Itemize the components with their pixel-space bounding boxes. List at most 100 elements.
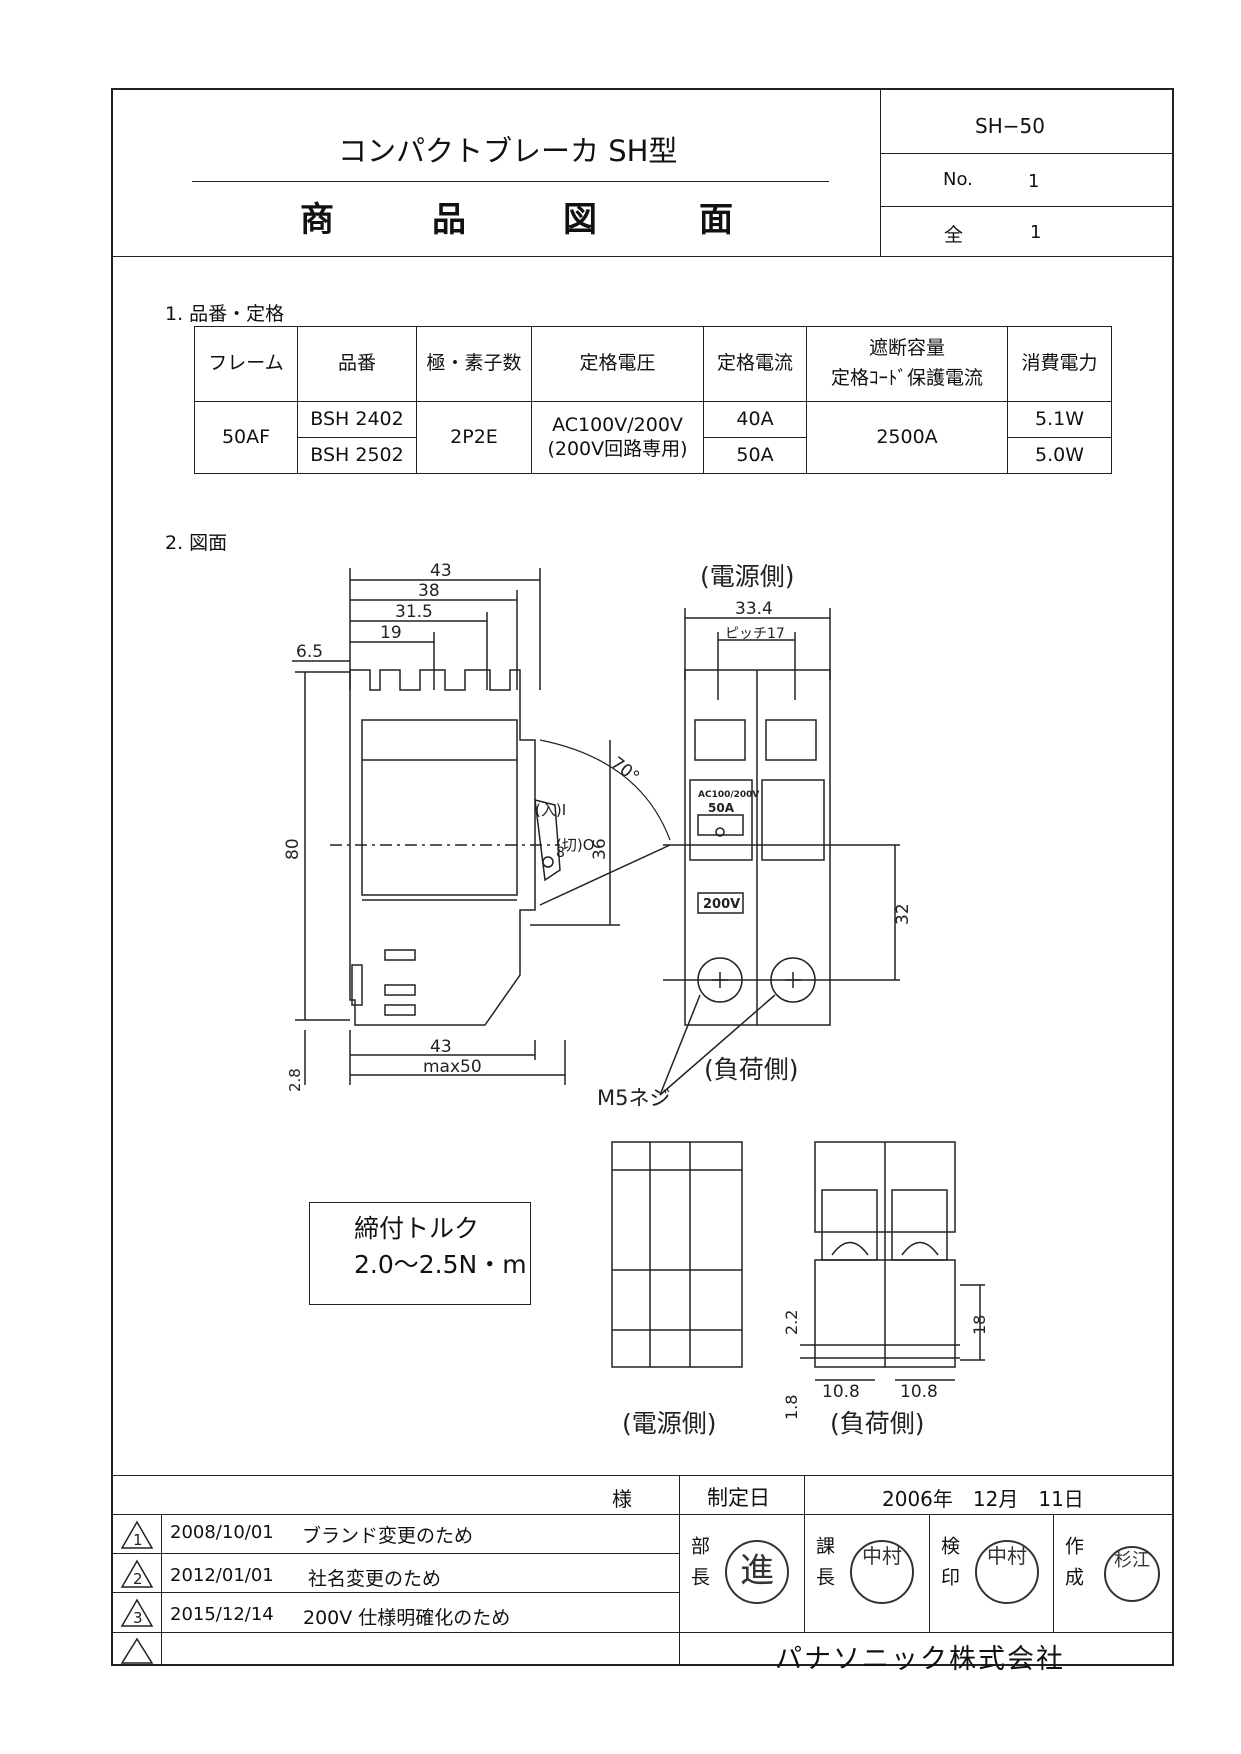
revision-number: 2: [133, 1570, 143, 1588]
dim-31-5: 31.5: [395, 602, 433, 622]
document-title: コンパクトブレーカ SH型: [338, 134, 678, 168]
bottom-views-drawing: (電源側) (負荷側) 2.2 18 1.8 10.8 10.8: [611, 1141, 989, 1438]
footer-line: [111, 1553, 679, 1554]
cell-frame: 50AF: [194, 401, 298, 474]
dim-pitch: ピッチ17: [725, 626, 785, 642]
dim-43-top: 43: [430, 561, 452, 581]
label-screw: M5ネジ: [597, 1086, 670, 1110]
footer-vline: [804, 1475, 805, 1632]
sheet-no-value: 1: [1028, 171, 1040, 192]
cell-model: BSH 2502: [297, 437, 417, 474]
subtitle-char: 品: [432, 200, 466, 240]
revision-reason: 社名変更のため: [308, 1568, 442, 1590]
footer-vline: [929, 1514, 930, 1632]
angle-label-layer: 70°: [607, 753, 643, 787]
footer-vline: [161, 1514, 162, 1666]
cell-voltage-note: (200V回路専用): [547, 437, 688, 460]
seal-stamp-section-chief: 中村: [850, 1540, 914, 1604]
label-ac: AC100/200V: [698, 790, 759, 800]
col-model: 品番: [297, 326, 417, 402]
label-load-front: (負荷側): [704, 1055, 799, 1084]
front-view-drawing: (電源側) 33.4 ピッチ17 AC100/200V 50A 200V 32 …: [597, 562, 913, 1110]
dim-19: 19: [380, 623, 402, 643]
col-power: 消費電力: [1007, 326, 1112, 402]
dim-80: 80: [283, 838, 303, 860]
col-capacity: 遮断容量 定格ｺｰﾄﾞ保護電流: [806, 326, 1008, 402]
role-section-chief: 課長: [813, 1536, 835, 1598]
label-on: (入)I: [535, 801, 566, 819]
cell-voltage: AC100V/200V (200V回路専用): [531, 401, 704, 474]
header-divider: [111, 256, 1174, 257]
footer-line: [111, 1632, 1174, 1633]
dim-10-8-left: 10.8: [822, 1382, 860, 1402]
footer-vline: [1053, 1514, 1054, 1632]
header-right-divider: [880, 88, 881, 256]
revision-date: 2015/12/14: [170, 1604, 274, 1625]
revision-reason: 200V 仕様明確化のため: [303, 1607, 511, 1629]
revision-reason: ブランド変更のため: [302, 1525, 474, 1547]
dim-32: 32: [893, 903, 913, 925]
sheet-total-label: 全: [944, 224, 964, 246]
dim-max50: max50: [423, 1057, 482, 1077]
cell-capacity: 2500A: [806, 401, 1008, 474]
torque-label: 締付トルク: [354, 1214, 480, 1243]
seal-stamp-creator: 杉江: [1104, 1546, 1160, 1602]
established-label: 制定日: [707, 1486, 770, 1510]
cell-power: 5.1W: [1007, 401, 1112, 438]
cell-power: 5.0W: [1007, 437, 1112, 474]
role-inspection: 検印: [938, 1536, 960, 1598]
side-view-drawing: 43 38 31.5 19 6.5 80 36 8 (入)I (切)O 43 m…: [283, 561, 671, 1092]
drawing-frame: [111, 88, 1174, 1666]
dim-2-8: 2.8: [286, 1068, 304, 1092]
cell-poles: 2P2E: [416, 401, 532, 474]
sheet-no-label: No.: [943, 169, 973, 190]
dim-8: 8: [556, 845, 565, 861]
header-cell-line: [880, 153, 1174, 154]
dim-1-8: 1.8: [782, 1395, 801, 1420]
cell-current: 50A: [703, 437, 807, 474]
label-50a: 50A: [708, 801, 735, 815]
model-number: SH−50: [975, 114, 1045, 138]
dim-2-2: 2.2: [782, 1310, 801, 1335]
revision-number: 1: [133, 1531, 143, 1549]
footer-vline: [679, 1475, 680, 1666]
sheet-total-value: 1: [1030, 222, 1042, 243]
footer-top-line: [111, 1475, 1174, 1476]
dim-43-bottom: 43: [430, 1037, 452, 1057]
revision-number: 3: [133, 1609, 143, 1627]
title-underline: [192, 181, 829, 182]
subtitle-char: 図: [563, 200, 597, 240]
established-date: 2006年 12月 11日: [882, 1487, 1084, 1511]
label-200v: 200V: [703, 897, 740, 912]
label-off: (切)O: [556, 836, 595, 854]
torque-box: 締付トルク 2.0〜2.5N・m: [309, 1202, 531, 1305]
col-capacity-label: 遮断容量: [868, 337, 945, 360]
recipient-sama: 様: [612, 1487, 632, 1511]
subtitle-char: 商: [300, 200, 334, 240]
footer-line: [111, 1592, 679, 1593]
label-source-front: (電源側): [700, 562, 795, 591]
col-voltage: 定格電圧: [531, 326, 704, 402]
label-source-bottom: (電源側): [622, 1409, 717, 1438]
label-load-bottom: (負荷側): [830, 1409, 925, 1438]
col-current: 定格電流: [703, 326, 807, 402]
revision-triangle-4: [120, 1637, 154, 1669]
dim-38: 38: [418, 581, 440, 601]
dim-33-4: 33.4: [735, 599, 773, 619]
header-cell-line: [880, 206, 1174, 207]
section1-heading: 1. 品番・定格: [165, 303, 285, 325]
col-poles: 極・素子数: [416, 326, 532, 402]
footer-line: [111, 1514, 1174, 1515]
col-cord-label: 定格ｺｰﾄﾞ保護電流: [830, 367, 983, 389]
seal-stamp-approver: 進: [725, 1540, 789, 1604]
cell-voltage-value: AC100V/200V: [552, 413, 683, 436]
dim-10-8-right: 10.8: [900, 1382, 938, 1402]
dim-18: 18: [970, 1315, 989, 1335]
revision-triangle-1: 1: [120, 1520, 154, 1554]
dim-6-5: 6.5: [296, 642, 323, 662]
role-creator: 作成: [1062, 1536, 1084, 1598]
col-frame: フレーム: [194, 326, 298, 402]
cell-model: BSH 2402: [297, 401, 417, 438]
seal-stamp-inspector: 中村: [975, 1540, 1039, 1604]
role-department-head: 部長: [688, 1536, 710, 1598]
